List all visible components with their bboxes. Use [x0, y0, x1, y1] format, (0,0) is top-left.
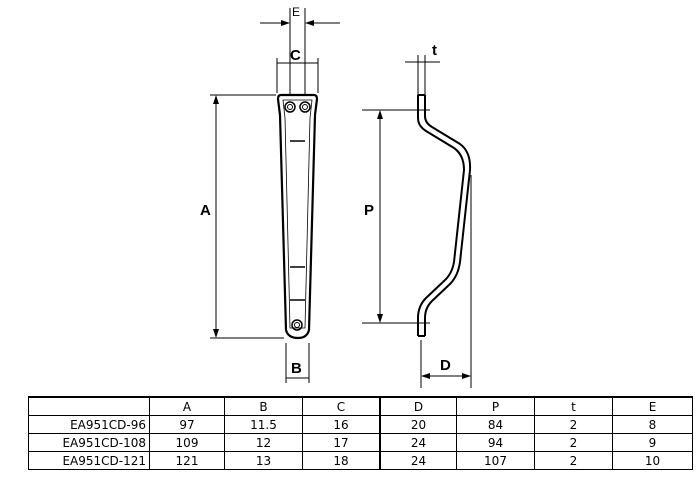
dimension-label-t: t — [432, 42, 437, 59]
table-cell: 94 — [456, 433, 535, 452]
table-header-cell: E — [612, 396, 693, 416]
dimension-label-d: D — [440, 357, 451, 374]
table-cell: 84 — [456, 415, 535, 434]
table-cell: 8 — [612, 415, 693, 434]
model-cell: EA951CD-96 — [28, 415, 150, 434]
dimension-label-p: P — [364, 202, 374, 219]
dimension-label-e: E — [292, 5, 300, 19]
dimension-label-b: B — [291, 360, 302, 377]
table-header-cell: A — [149, 396, 225, 416]
table-cell: 13 — [224, 451, 303, 470]
table-cell: 2 — [534, 433, 613, 452]
table-header-row: A B C D P t E — [28, 396, 693, 416]
handle-drawing: E C A B t P D — [200, 5, 472, 388]
table-cell: 9 — [612, 433, 693, 452]
dimension-label-c: C — [290, 47, 301, 64]
table-header-cell: P — [456, 396, 535, 416]
dimension-table: A B C D P t E EA951CD-96 97 11.5 16 20 8… — [28, 396, 693, 470]
table-cell: 97 — [149, 415, 225, 434]
table-cell: 18 — [302, 451, 381, 470]
table-cell: 16 — [302, 415, 381, 434]
table-header-cell: C — [302, 396, 381, 416]
table-header-cell: t — [534, 396, 613, 416]
table-cell: 24 — [379, 433, 457, 452]
table-cell: 17 — [302, 433, 381, 452]
table-cell: 11.5 — [224, 415, 303, 434]
table-cell: 2 — [534, 451, 613, 470]
table-cell: 109 — [149, 433, 225, 452]
table-row: EA951CD-96 97 11.5 16 20 84 2 8 — [28, 415, 693, 434]
table-row: EA951CD-121 121 13 18 24 107 2 10 — [28, 451, 693, 470]
table-cell: 12 — [224, 433, 303, 452]
table-cell: 24 — [379, 451, 457, 470]
dimension-label-a: A — [200, 202, 211, 219]
table-cell: 20 — [379, 415, 457, 434]
side-view — [362, 55, 472, 388]
table-header-cell: B — [224, 396, 303, 416]
table-cell: 107 — [456, 451, 535, 470]
model-cell: EA951CD-108 — [28, 433, 150, 452]
table-header-cell — [28, 396, 150, 416]
table-cell: 10 — [612, 451, 693, 470]
table-cell: 121 — [149, 451, 225, 470]
table-row: EA951CD-108 109 12 17 24 94 2 9 — [28, 433, 693, 452]
table-cell: 2 — [534, 415, 613, 434]
model-cell: EA951CD-121 — [28, 451, 150, 470]
table-header-cell: D — [379, 396, 457, 416]
front-view — [210, 8, 340, 383]
